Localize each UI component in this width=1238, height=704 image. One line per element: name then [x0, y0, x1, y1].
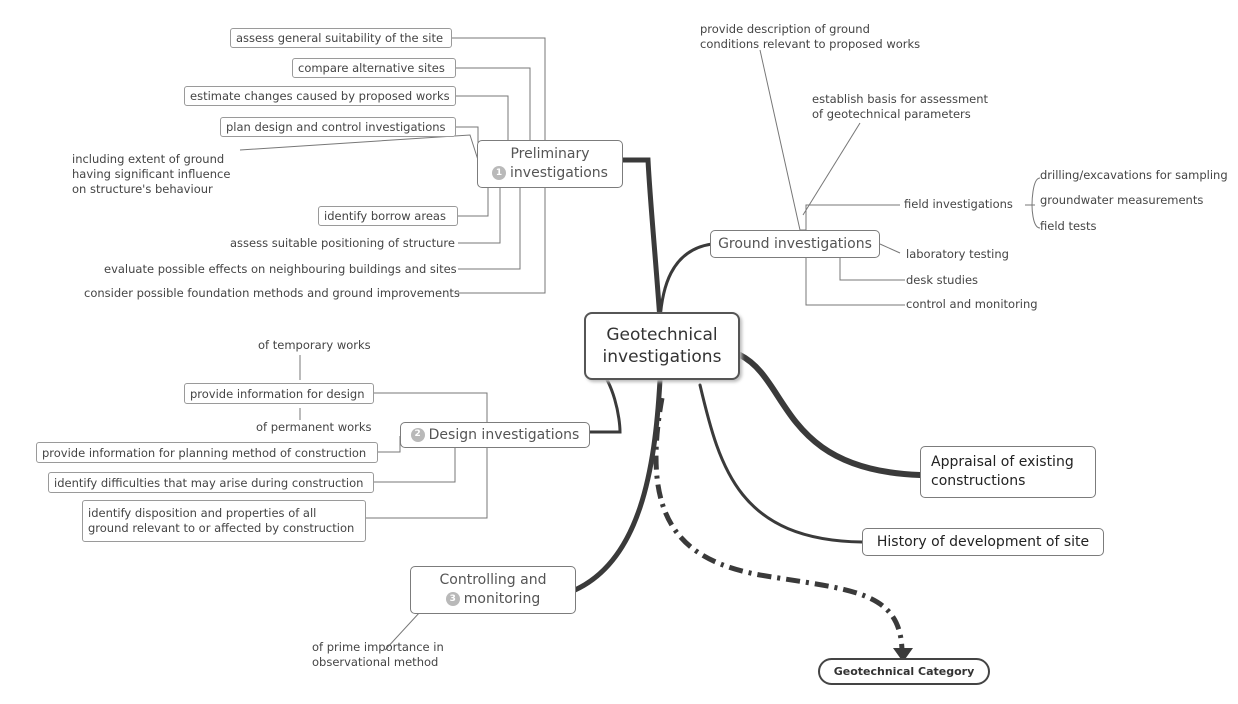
prelim-item-label: compare alternative sites [298, 61, 445, 75]
controlling-note: of prime importance in observational met… [312, 640, 444, 669]
prelim-item-label: assess general suitability of the site [236, 31, 444, 45]
appraisal-title: Appraisal of existing constructions [931, 454, 1074, 489]
number-2-icon: 2 [410, 427, 425, 442]
design-item-label: provide information for design [190, 386, 365, 401]
design-note-temporary: of temporary works [258, 338, 371, 352]
category-label: Geotechnical Category [833, 665, 975, 678]
prelim-item-borrow-areas[interactable]: identify borrow areas [318, 206, 458, 226]
prelim-item-plan-design[interactable]: plan design and control investigations [220, 117, 456, 137]
field-item-field-tests[interactable]: field tests [1040, 219, 1097, 233]
geotechnical-category-node[interactable]: Geotechnical Category [818, 658, 990, 685]
design-item-label: identify difficulties that may arise dur… [54, 475, 364, 490]
ground-item-field-investigations[interactable]: field investigations [904, 197, 1013, 211]
number-3-icon: 3 [445, 592, 460, 606]
category-dashed-arrow [653, 397, 905, 651]
ground-basis: establish basis for assessment of geotec… [812, 92, 989, 121]
branch-controlling [572, 377, 663, 593]
design-note-permanent: of permanent works [256, 420, 372, 434]
ground-investigations-node[interactable]: Ground investigations [710, 230, 880, 258]
history-title: History of development of site [876, 533, 1090, 550]
prelim-item-label: estimate changes caused by proposed work… [190, 89, 450, 103]
design-item-difficulties[interactable]: identify difficulties that may arise dur… [48, 472, 374, 493]
branch-preliminary [619, 157, 663, 323]
branch-appraisal [737, 352, 923, 478]
branch-ground [658, 242, 714, 322]
field-item-drilling[interactable]: drilling/excavations for sampling [1040, 168, 1228, 182]
design-item-information-for-design[interactable]: provide information for design [184, 383, 374, 404]
preliminary-title-line1: Preliminary [510, 146, 590, 162]
ground-description: provide description of ground conditions… [700, 22, 921, 51]
prelim-item-estimate-changes[interactable]: estimate changes caused by proposed work… [184, 86, 456, 106]
design-item-label: provide information for planning method … [42, 445, 367, 460]
ground-title: Ground investigations [718, 235, 872, 252]
design-item-planning-method[interactable]: provide information for planning method … [36, 442, 378, 463]
field-item-groundwater[interactable]: groundwater measurements [1040, 193, 1204, 207]
design-item-disposition[interactable]: identify disposition and properties of a… [82, 500, 366, 542]
preliminary-title-line2: investigations [510, 165, 608, 181]
prelim-item-label: identify borrow areas [324, 209, 446, 223]
design-item-label: identify disposition and properties of a… [88, 506, 355, 535]
controlling-title-line1: Controlling and [439, 572, 547, 588]
prelim-item-foundation-methods[interactable]: consider possible foundation methods and… [84, 286, 460, 300]
controlling-title-line2: monitoring [463, 591, 541, 607]
prelim-item-general-suitability[interactable]: assess general suitability of the site [230, 28, 452, 48]
prelim-item-alternative-sites[interactable]: compare alternative sites [292, 58, 456, 78]
ground-item-control-monitoring[interactable]: control and monitoring [906, 297, 1038, 311]
number-1-icon: 1 [492, 166, 507, 180]
history-node[interactable]: History of development of site [862, 528, 1104, 556]
ground-item-desk-studies[interactable]: desk studies [906, 273, 979, 287]
category-arrowhead [893, 648, 913, 662]
central-node-line1: Geotechnical [606, 325, 718, 345]
ground-item-laboratory-testing[interactable]: laboratory testing [906, 247, 1009, 261]
branch-history [698, 383, 864, 544]
central-node-line2: investigations [602, 347, 722, 367]
appraisal-node[interactable]: Appraisal of existing constructions [920, 446, 1096, 498]
prelim-item-neighbouring-effects[interactable]: evaluate possible effects on neighbourin… [104, 262, 457, 276]
design-title: Design investigations [428, 426, 580, 443]
prelim-item-positioning[interactable]: assess suitable positioning of structure [230, 236, 455, 250]
prelim-item-label: plan design and control investigations [226, 120, 446, 134]
prelim-note-extent: including extent of ground having signif… [72, 152, 231, 196]
